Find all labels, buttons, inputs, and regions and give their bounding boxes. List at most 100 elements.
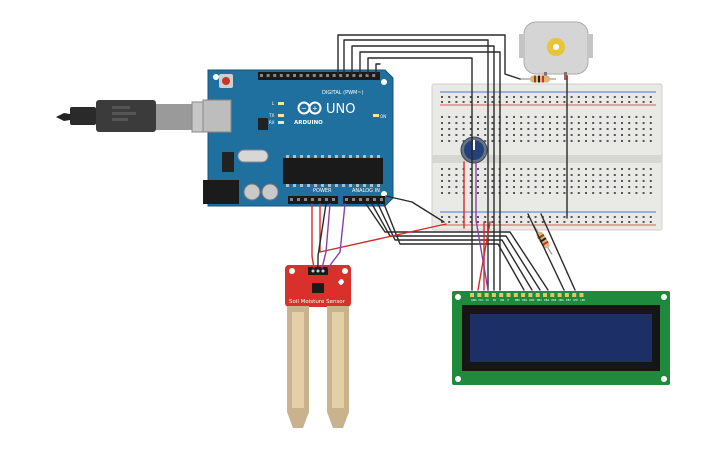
breadboard-hole[interactable] [484,128,487,130]
breadboard-hole[interactable] [577,101,580,103]
breadboard-hole[interactable] [642,101,645,103]
breadboard-hole[interactable] [534,216,537,218]
breadboard-hole[interactable] [505,96,508,98]
breadboard-hole[interactable] [505,186,508,188]
lcd-pin[interactable] [579,293,584,297]
breadboard-hole[interactable] [563,140,566,142]
breadboard-hole[interactable] [520,128,523,130]
digital-pin[interactable] [345,74,349,77]
analog-pin[interactable] [373,198,376,201]
breadboard-hole[interactable] [462,140,465,142]
breadboard-hole[interactable] [491,96,494,98]
breadboard-hole[interactable] [592,134,595,136]
digital-pin[interactable] [286,74,290,77]
breadboard-hole[interactable] [455,96,458,98]
breadboard-hole[interactable] [599,116,602,118]
breadboard-hole[interactable] [556,134,559,136]
breadboard-hole[interactable] [469,168,472,170]
breadboard-hole[interactable] [491,168,494,170]
breadboard-hole[interactable] [455,216,458,218]
breadboard-hole[interactable] [606,128,609,130]
breadboard-hole[interactable] [585,128,587,130]
breadboard-hole[interactable] [585,192,587,194]
breadboard-hole[interactable] [649,216,652,218]
breadboard-hole[interactable] [541,221,544,223]
breadboard-hole[interactable] [527,134,530,136]
breadboard-hole[interactable] [448,216,451,218]
power-pin[interactable] [297,198,300,201]
breadboard-hole[interactable] [455,116,458,118]
digital-pin[interactable] [352,74,356,77]
breadboard-hole[interactable] [484,192,487,194]
breadboard-hole[interactable] [477,101,479,103]
breadboard-hole[interactable] [491,192,494,194]
breadboard-hole[interactable] [592,122,595,124]
breadboard-hole[interactable] [613,192,616,194]
breadboard-hole[interactable] [628,180,631,182]
breadboard-hole[interactable] [621,186,623,188]
breadboard-hole[interactable] [448,101,451,103]
breadboard-hole[interactable] [484,122,487,124]
dc-motor[interactable] [519,21,593,80]
breadboard-hole[interactable] [541,192,544,194]
breadboard-hole[interactable] [477,186,479,188]
breadboard-hole[interactable] [577,96,580,98]
breadboard-hole[interactable] [441,186,443,188]
breadboard-hole[interactable] [477,128,479,130]
breadboard-hole[interactable] [628,221,631,223]
lcd-pin[interactable] [477,293,482,297]
breadboard-hole[interactable] [527,174,530,176]
breadboard-hole[interactable] [541,116,544,118]
breadboard-hole[interactable] [585,96,587,98]
breadboard-hole[interactable] [505,174,508,176]
breadboard-hole[interactable] [628,216,631,218]
breadboard-hole[interactable] [549,122,551,124]
breadboard-hole[interactable] [606,216,609,218]
breadboard-hole[interactable] [628,140,631,142]
breadboard-hole[interactable] [635,186,638,188]
breadboard-hole[interactable] [592,216,595,218]
breadboard-hole[interactable] [563,122,566,124]
breadboard-hole[interactable] [621,216,623,218]
digital-pin[interactable] [293,74,296,77]
breadboard-hole[interactable] [448,128,451,130]
breadboard-hole[interactable] [606,101,609,103]
potentiometer[interactable] [460,136,488,164]
breadboard-hole[interactable] [441,174,443,176]
breadboard-hole[interactable] [599,192,602,194]
breadboard-hole[interactable] [613,216,616,218]
breadboard-hole[interactable] [520,216,523,218]
breadboard-hole[interactable] [469,174,472,176]
breadboard-hole[interactable] [577,216,580,218]
breadboard-hole[interactable] [534,192,537,194]
breadboard-hole[interactable] [541,140,544,142]
breadboard-hole[interactable] [577,221,580,223]
breadboard-hole[interactable] [520,174,523,176]
breadboard-hole[interactable] [455,134,458,136]
breadboard-hole[interactable] [635,116,638,118]
breadboard-hole[interactable] [527,221,530,223]
breadboard-hole[interactable] [577,116,580,118]
breadboard[interactable] [431,83,663,231]
breadboard-hole[interactable] [549,180,551,182]
breadboard-hole[interactable] [484,221,487,223]
breadboard-hole[interactable] [477,216,479,218]
digital-pin[interactable] [365,74,369,77]
digital-header[interactable] [258,72,380,80]
breadboard-hole[interactable] [505,221,508,223]
breadboard-hole[interactable] [606,140,609,142]
breadboard-hole[interactable] [491,122,494,124]
breadboard-hole[interactable] [541,128,544,130]
breadboard-hole[interactable] [534,186,537,188]
breadboard-hole[interactable] [585,168,587,170]
breadboard-hole[interactable] [570,122,573,124]
breadboard-hole[interactable] [491,216,494,218]
breadboard-hole[interactable] [556,192,559,194]
breadboard-hole[interactable] [592,174,595,176]
breadboard-hole[interactable] [455,192,458,194]
breadboard-hole[interactable] [563,221,566,223]
breadboard-hole[interactable] [556,168,559,170]
breadboard-hole[interactable] [462,128,465,130]
breadboard-hole[interactable] [541,101,544,103]
breadboard-hole[interactable] [592,180,595,182]
